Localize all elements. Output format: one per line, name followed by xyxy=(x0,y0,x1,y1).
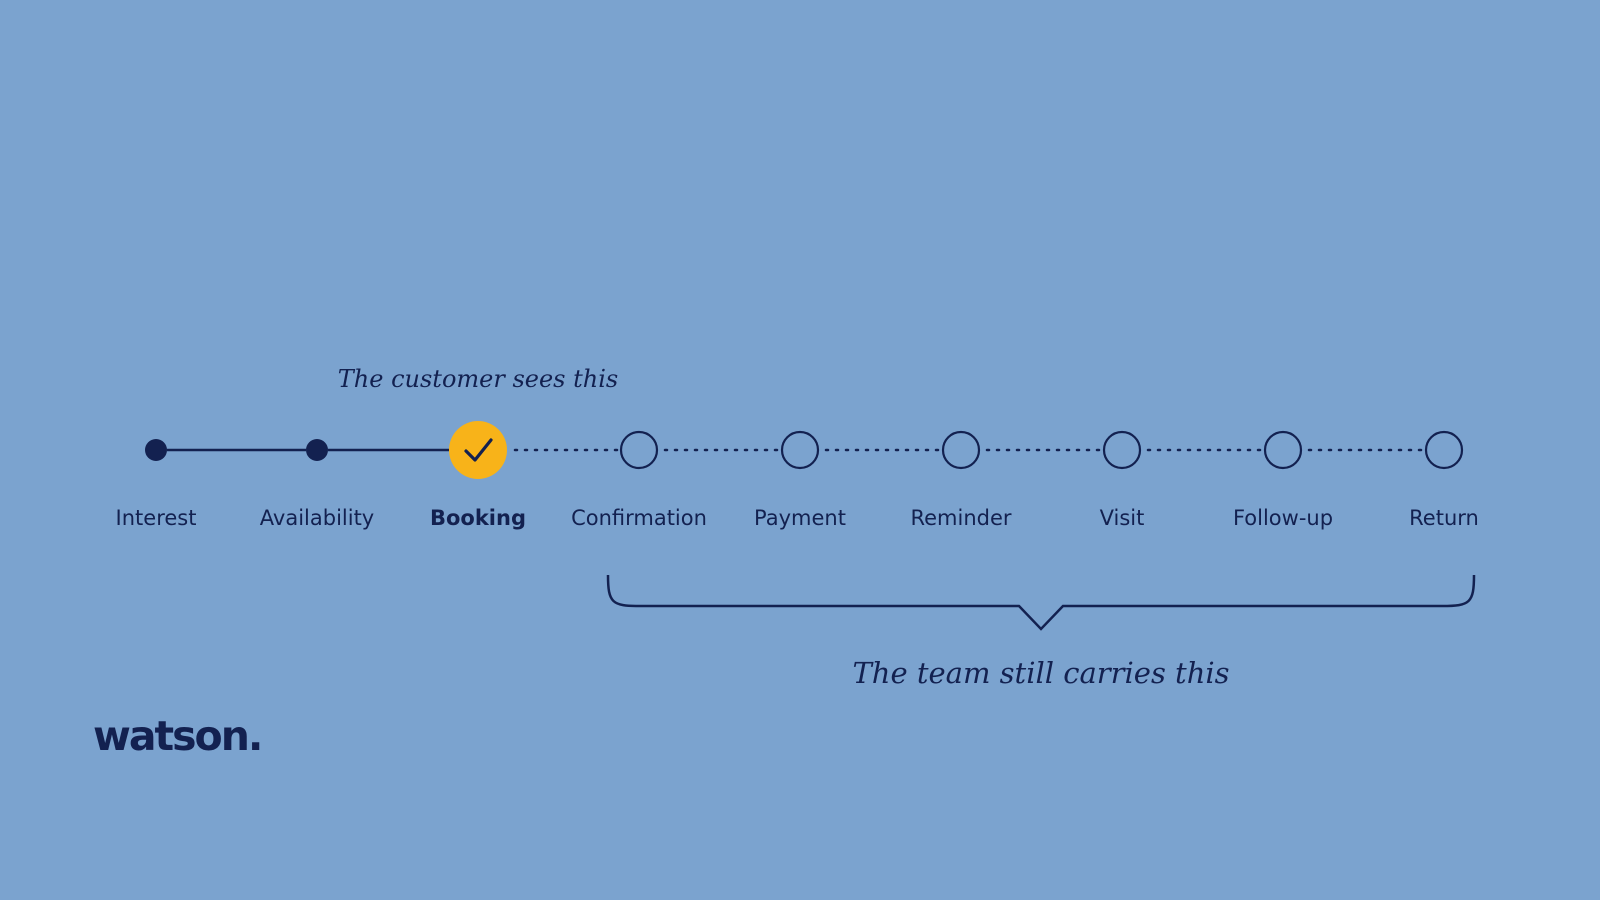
step-label-availability: Availability xyxy=(260,506,374,530)
step-node-payment-pending xyxy=(780,430,820,470)
step-node-follow-up-pending xyxy=(1263,430,1303,470)
step-label-confirmation: Confirmation xyxy=(571,506,707,530)
customer-annotation: The customer sees this xyxy=(338,365,618,393)
step-label-interest: Interest xyxy=(116,506,197,530)
step-node-visit-pending xyxy=(1102,430,1142,470)
step-node-return-pending xyxy=(1424,430,1464,470)
step-label-booking: Booking xyxy=(430,506,526,530)
step-labels: Interest Availability Booking Confirmation P… xyxy=(116,506,1479,530)
step-label-visit: Visit xyxy=(1100,506,1145,530)
step-label-reminder: Reminder xyxy=(910,506,1011,530)
step-label-follow-up: Follow-up xyxy=(1233,506,1333,530)
step-node-reminder-pending xyxy=(941,430,981,470)
watson-logo: watson. xyxy=(93,712,263,760)
step-node-booking-current xyxy=(449,421,507,479)
step-label-payment: Payment xyxy=(754,506,846,530)
step-node-confirmation-pending xyxy=(619,430,659,470)
step-nodes xyxy=(145,421,1464,479)
check-icon xyxy=(464,438,493,462)
step-node-availability-completed xyxy=(306,439,328,461)
team-bracket xyxy=(606,574,1476,631)
step-label-return: Return xyxy=(1409,506,1479,530)
step-node-interest-completed xyxy=(145,439,167,461)
team-annotation: The team still carries this xyxy=(852,656,1229,690)
